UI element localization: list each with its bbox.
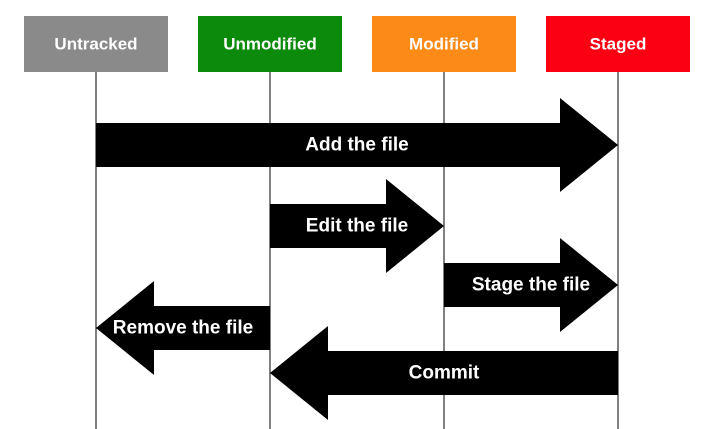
arrow-label-stage: Stage the file <box>472 275 590 296</box>
transition-remove: Remove the file <box>96 281 270 375</box>
transition-stage: Stage the file <box>444 238 618 332</box>
state-unmodified: Unmodified <box>198 16 342 72</box>
transition-edit: Edit the file <box>270 179 444 273</box>
transition-add: Add the file <box>96 98 618 192</box>
state-label-modified: Modified <box>409 35 479 54</box>
state-box-untracked <box>24 16 168 72</box>
arrow-remove <box>96 281 270 375</box>
state-untracked: Untracked <box>24 16 168 72</box>
state-box-staged <box>546 16 690 72</box>
state-boxes: Untracked Unmodified Modified Staged <box>24 16 690 72</box>
arrow-edit <box>270 179 444 273</box>
state-label-untracked: Untracked <box>54 35 137 54</box>
state-label-staged: Staged <box>590 35 647 54</box>
arrow-label-add: Add the file <box>305 135 408 156</box>
arrow-label-edit: Edit the file <box>306 216 408 237</box>
state-label-unmodified: Unmodified <box>223 35 317 54</box>
arrow-add <box>96 98 618 192</box>
arrow-label-commit: Commit <box>409 363 480 384</box>
arrow-stage <box>444 238 618 332</box>
state-box-modified <box>372 16 516 72</box>
state-box-unmodified <box>198 16 342 72</box>
state-staged: Staged <box>546 16 690 72</box>
arrow-label-remove: Remove the file <box>113 318 253 339</box>
arrow-commit <box>270 326 618 420</box>
state-modified: Modified <box>372 16 516 72</box>
transition-commit: Commit <box>270 326 618 420</box>
